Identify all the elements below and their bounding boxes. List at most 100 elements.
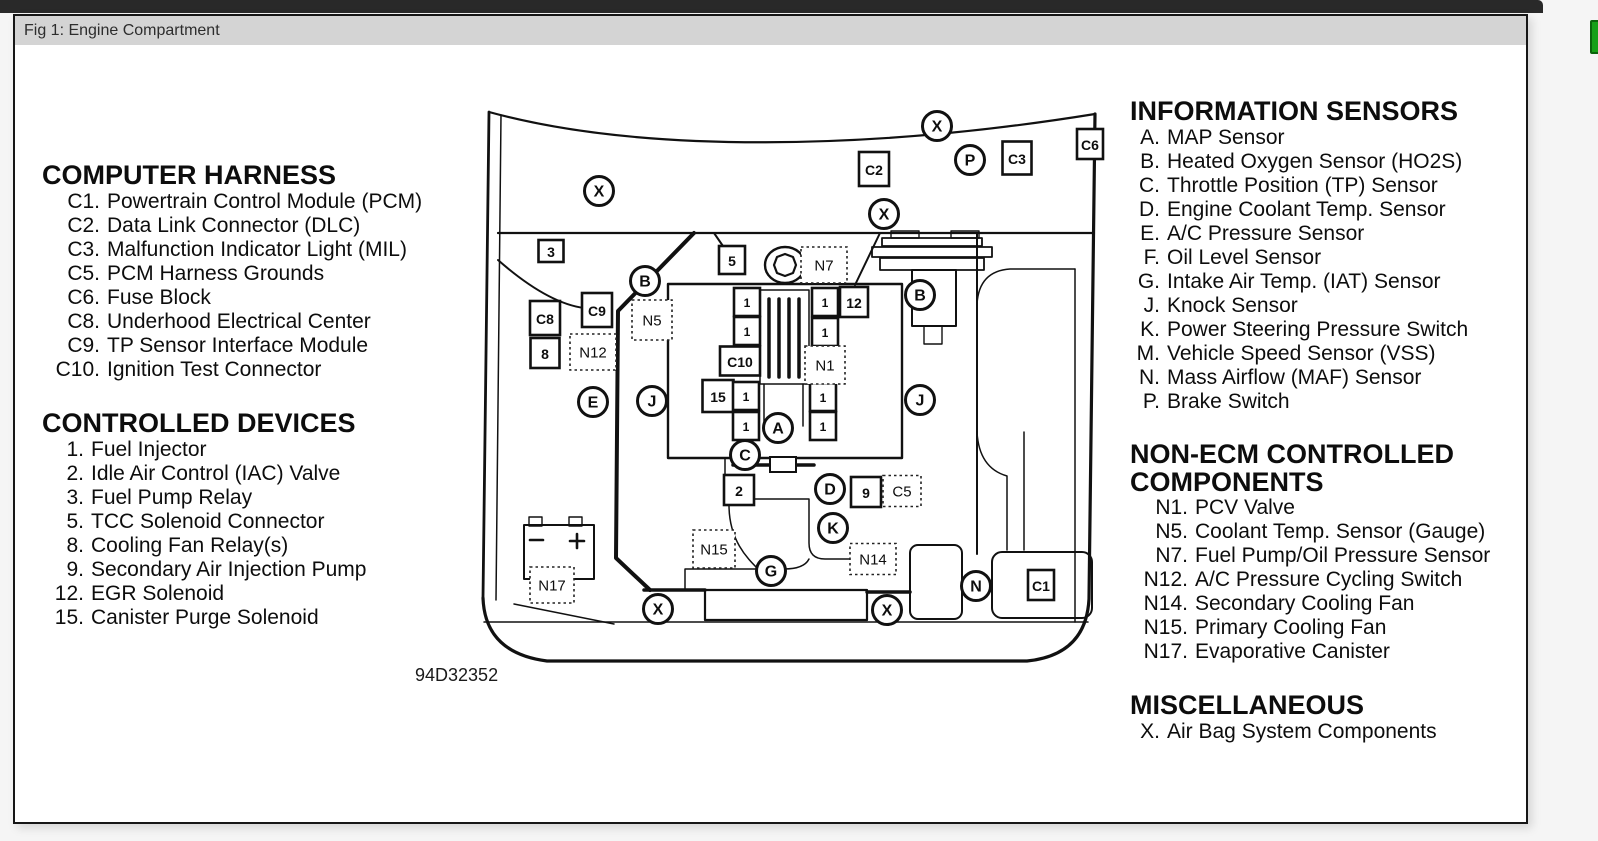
callout-c2: C2 bbox=[857, 150, 891, 188]
legend-item-number: N5. bbox=[1155, 520, 1188, 543]
callout-n1: N1 bbox=[804, 345, 846, 385]
green-edge-indicator[interactable] bbox=[1590, 20, 1598, 54]
callout-label: N15 bbox=[700, 542, 728, 559]
callout-label: J bbox=[916, 393, 925, 410]
legend-item: A. MAP Sensor bbox=[1130, 126, 1530, 150]
legend-item-label: Mass Airflow (MAF) Sensor bbox=[1167, 366, 1422, 389]
callout-b: B bbox=[629, 265, 661, 297]
legend-item-label: Brake Switch bbox=[1167, 390, 1290, 413]
legend-item-label: Knock Sensor bbox=[1167, 294, 1298, 317]
information-sensors-heading: INFORMATION SENSORS bbox=[1130, 96, 1459, 126]
callout-x: X bbox=[583, 175, 615, 207]
callout-1: 1 bbox=[731, 380, 761, 412]
engine-block bbox=[666, 245, 904, 591]
legend-item: 3. Fuel Pump Relay bbox=[42, 486, 422, 510]
callout-label: X bbox=[932, 119, 943, 136]
legend-item: C8. Underhood Electrical Center bbox=[42, 310, 422, 334]
window-top-bar bbox=[0, 0, 1543, 13]
legend-item: C10.Ignition Test Connector bbox=[42, 358, 422, 382]
legend-item-number: D. bbox=[1139, 198, 1160, 221]
callout-c8: C8 bbox=[528, 299, 562, 337]
legend-item-number: X. bbox=[1140, 720, 1160, 743]
callout-1: 1 bbox=[810, 316, 840, 348]
legend-item-number: A. bbox=[1140, 126, 1160, 149]
legend-item: C9.TP Sensor Interface Module bbox=[42, 334, 422, 358]
legend-item-label: Air Bag System Components bbox=[1167, 720, 1437, 743]
callout-label: C1 bbox=[1032, 578, 1050, 594]
callout-c: C bbox=[729, 439, 761, 471]
legend-item-label: A/C Pressure Cycling Switch bbox=[1195, 568, 1463, 591]
legend-item: 12.EGR Solenoid bbox=[42, 582, 422, 606]
callout-label: 3 bbox=[547, 244, 555, 260]
legend-item-number: C9. bbox=[67, 334, 100, 357]
callout-c10: C10 bbox=[718, 345, 762, 377]
callout-label: P bbox=[965, 153, 976, 170]
legend-item: N12. A/C Pressure Cycling Switch bbox=[1130, 568, 1530, 592]
legend-item-number: C6. bbox=[67, 286, 100, 309]
legend-item-number: 15. bbox=[54, 606, 84, 629]
legend-item: C.Throttle Position (TP) Sensor bbox=[1130, 174, 1530, 198]
callout-d: D bbox=[814, 473, 846, 505]
legend-item: 5.TCC Solenoid Connector bbox=[42, 510, 422, 534]
legend-item-number: K. bbox=[1140, 318, 1160, 341]
legend-item-label: Intake Air Temp. (IAT) Sensor bbox=[1167, 270, 1441, 293]
legend-item-label: Cooling Fan Relay(s) bbox=[91, 534, 289, 557]
callout-label: N5 bbox=[642, 313, 661, 330]
legend-item-number: N12. bbox=[1143, 568, 1188, 591]
legend-item-label: Power Steering Pressure Switch bbox=[1167, 318, 1469, 341]
legend-item-number: C5. bbox=[67, 262, 100, 285]
callout-label: X bbox=[653, 602, 664, 619]
legend-item: G.Intake Air Temp. (IAT) Sensor bbox=[1130, 270, 1530, 294]
legend-item-number: C2. bbox=[67, 214, 100, 237]
callout-label: K bbox=[827, 521, 839, 538]
callout-label: 1 bbox=[820, 420, 827, 434]
hood-outline bbox=[481, 110, 1097, 663]
legend-item: 2.Idle Air Control (IAC) Valve bbox=[42, 462, 422, 486]
legend-item-label: Underhood Electrical Center bbox=[107, 310, 371, 333]
legend-item: K. Power Steering Pressure Switch bbox=[1130, 318, 1530, 342]
legend-item-number: 9. bbox=[66, 558, 84, 581]
legend-item-label: Primary Cooling Fan bbox=[1195, 616, 1387, 639]
callout-1: 1 bbox=[808, 410, 838, 442]
callout-label: C6 bbox=[1081, 137, 1099, 153]
legend-item-label: Fuel Pump Relay bbox=[91, 486, 253, 509]
legend-item-number: N17. bbox=[1143, 640, 1188, 663]
callout-g: G bbox=[755, 555, 787, 587]
callout-label: C bbox=[739, 448, 751, 465]
callout-label: N14 bbox=[859, 552, 887, 569]
callout-c6: C6 bbox=[1075, 127, 1105, 161]
callout-label: N bbox=[970, 579, 982, 596]
callout-label: C10 bbox=[727, 354, 753, 370]
legend-item: J.Knock Sensor bbox=[1130, 294, 1530, 318]
callout-1: 1 bbox=[732, 315, 762, 347]
callout-label: E bbox=[588, 395, 599, 412]
legend-item-number: 3. bbox=[66, 486, 84, 509]
callout-label: 5 bbox=[728, 253, 736, 269]
callout-a: A bbox=[762, 412, 794, 444]
callout-label: X bbox=[879, 207, 890, 224]
legend-item-label: MAP Sensor bbox=[1167, 126, 1285, 149]
legend-item-number: C8. bbox=[67, 310, 100, 333]
legend-item-label: Secondary Cooling Fan bbox=[1195, 592, 1415, 615]
legend-item-label: Idle Air Control (IAC) Valve bbox=[91, 462, 341, 485]
callout-1: 1 bbox=[732, 286, 762, 318]
legend-item: 1.Fuel Injector bbox=[42, 438, 422, 462]
legend-item-label: Fuel Pump/Oil Pressure Sensor bbox=[1195, 544, 1491, 567]
callout-5: 5 bbox=[717, 244, 747, 276]
computer-harness-list: C1.Powertrain Control Module (PCM)C2.Dat… bbox=[42, 190, 422, 382]
legend-item: N14.Secondary Cooling Fan bbox=[1130, 592, 1530, 616]
legend-item-label: Coolant Temp. Sensor (Gauge) bbox=[1195, 520, 1486, 543]
legend-item: F.Oil Level Sensor bbox=[1130, 246, 1530, 270]
legend-item-label: Heated Oxygen Sensor (HO2S) bbox=[1167, 150, 1463, 173]
callout-label: C3 bbox=[1008, 151, 1026, 167]
callout-label: 15 bbox=[710, 389, 726, 405]
miscellaneous-list: X. Air Bag System Components bbox=[1130, 720, 1530, 744]
legend-item: C1.Powertrain Control Module (PCM) bbox=[42, 190, 422, 214]
callout-j: J bbox=[636, 385, 668, 417]
legend-item: B.Heated Oxygen Sensor (HO2S) bbox=[1130, 150, 1530, 174]
legend-item: P.Brake Switch bbox=[1130, 390, 1530, 414]
miscellaneous-heading: MISCELLANEOUS bbox=[1130, 690, 1365, 720]
callout-1: 1 bbox=[808, 381, 838, 413]
